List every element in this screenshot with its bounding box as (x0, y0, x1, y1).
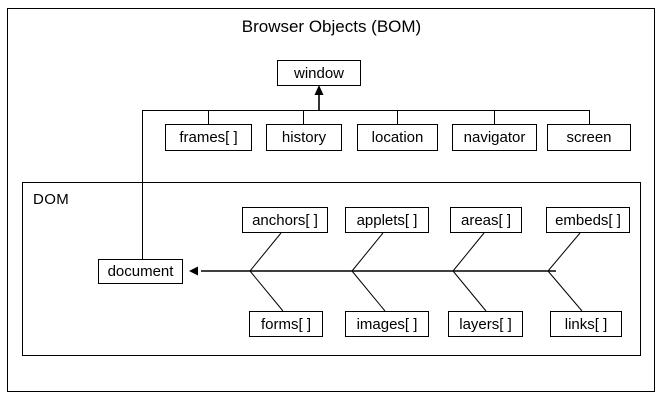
node-applets: applets[ ] (345, 207, 429, 233)
node-screen-label: screen (566, 129, 612, 146)
connector-history (303, 110, 304, 125)
connector-location (397, 110, 398, 125)
node-images: images[ ] (345, 311, 429, 337)
node-areas: areas[ ] (450, 207, 522, 233)
connector-navigator (494, 110, 495, 125)
node-history: history (266, 124, 342, 151)
node-images-label: images[ ] (356, 315, 418, 333)
node-anchors-label: anchors[ ] (252, 211, 318, 229)
node-document: document (98, 259, 183, 284)
dom-section-label: DOM (33, 191, 70, 208)
node-screen: screen (547, 124, 631, 151)
node-location-label: location (371, 129, 424, 146)
node-window-label: window (293, 64, 345, 82)
node-forms: forms[ ] (249, 311, 323, 337)
node-embeds: embeds[ ] (546, 207, 630, 233)
bom-bus-line (142, 110, 590, 111)
node-links-label: links[ ] (564, 315, 608, 333)
connector-screen (589, 110, 590, 125)
dom-section-border (22, 182, 641, 356)
fishbone-spine-arrow (189, 266, 556, 276)
node-embeds-label: embeds[ ] (555, 211, 621, 229)
page-title: Browser Objects (BOM) (241, 17, 422, 36)
node-applets-label: applets[ ] (356, 211, 418, 229)
node-navigator: navigator (452, 124, 537, 151)
node-location: location (357, 124, 438, 151)
node-layers: layers[ ] (448, 311, 523, 337)
node-frames-label: frames[ ] (179, 129, 238, 146)
node-areas-label: areas[ ] (460, 211, 512, 229)
node-layers-label: layers[ ] (459, 315, 512, 333)
node-anchors: anchors[ ] (242, 207, 328, 233)
node-forms-label: forms[ ] (260, 315, 311, 333)
connector-bus-to-document (142, 110, 143, 259)
node-frames: frames[ ] (165, 124, 252, 151)
node-navigator-label: navigator (463, 129, 526, 146)
node-history-label: history (281, 129, 327, 146)
node-document-label: document (107, 263, 174, 280)
node-links: links[ ] (550, 311, 622, 337)
connector-frames (208, 110, 209, 125)
arrow-bus-to-window (314, 85, 324, 111)
outer-border (7, 8, 655, 392)
node-window: window (277, 60, 361, 86)
